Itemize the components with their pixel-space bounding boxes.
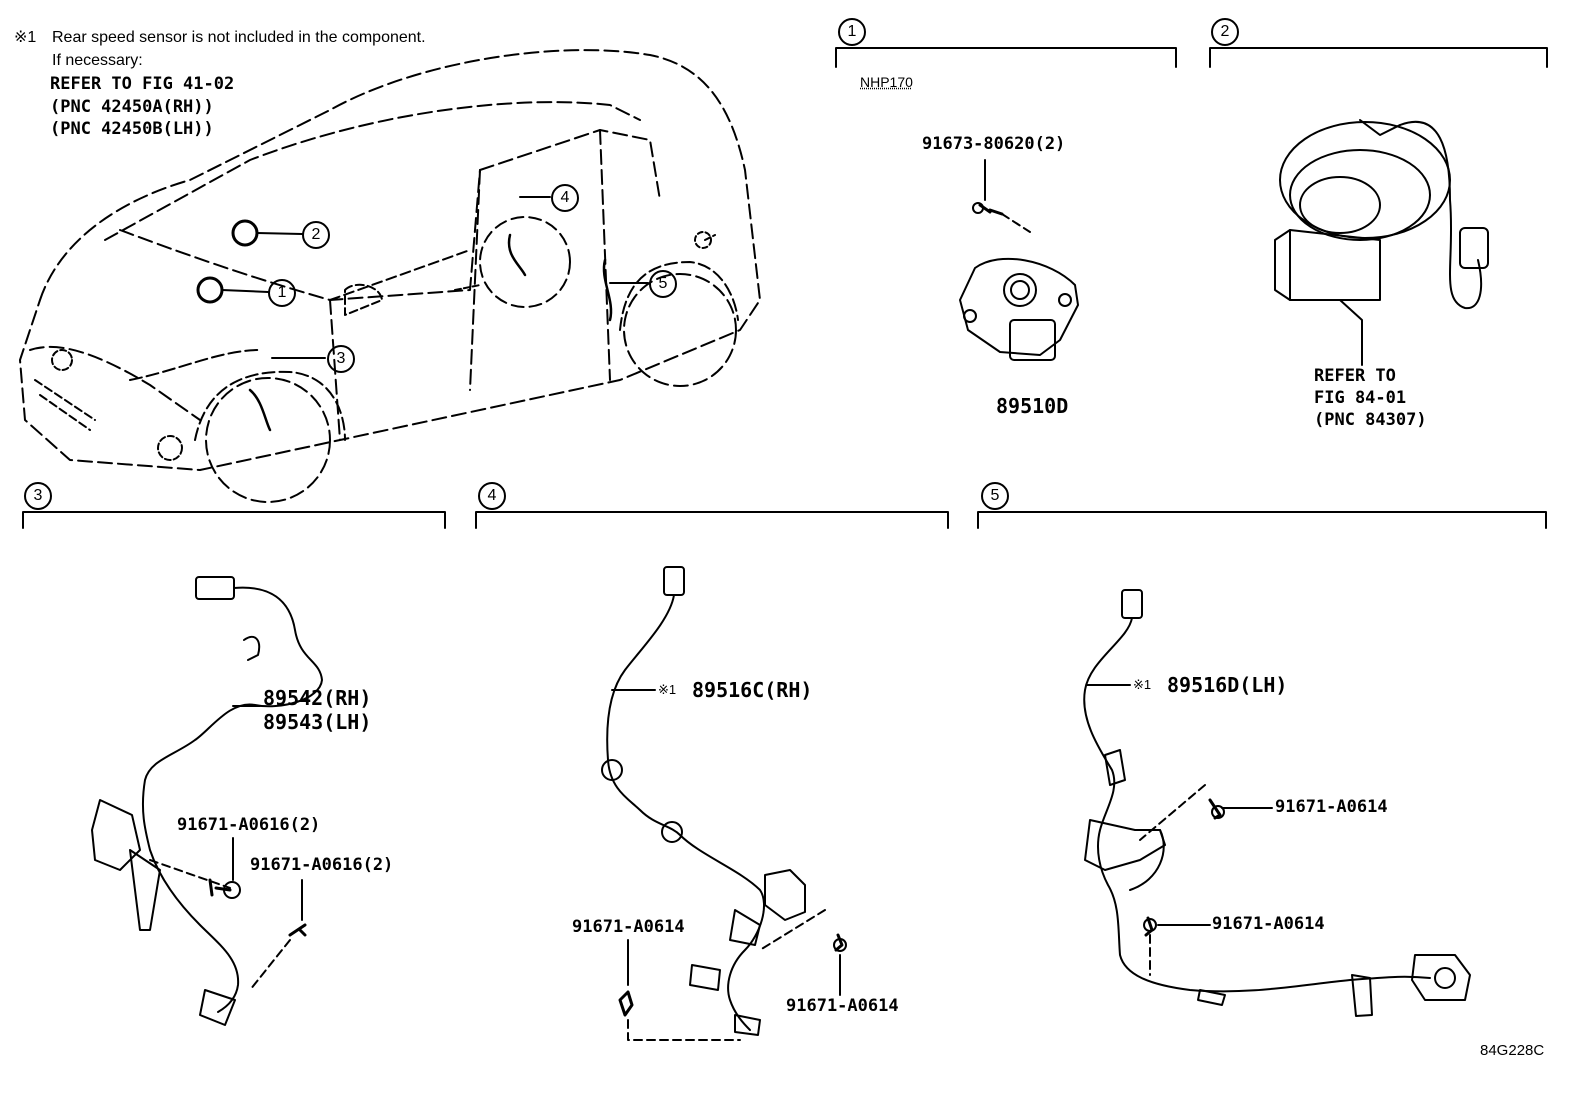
figure-id: 84G228C — [1480, 1042, 1545, 1059]
part-89516c-label: 89516C(RH) — [692, 678, 813, 702]
rear-sensor-wire-lh-illustration — [1083, 589, 1471, 1017]
section-5-number: 5 — [981, 482, 1009, 510]
refer-to-line-1: REFER TO — [1314, 366, 1396, 386]
bolt-91671-a0614-label-4b: 91671-A0614 — [786, 996, 899, 1016]
note-line-3: REFER TO FIG 41-02 — [50, 74, 235, 94]
part-89516d-label: 89516D(LH) — [1167, 673, 1288, 697]
refer-to-line-3: (PNC 84307) — [1314, 410, 1427, 430]
front-speed-sensor-wire-illustration — [91, 576, 323, 1026]
part-89516d-mark: ※1 — [1133, 677, 1152, 692]
spiral-cable-module-illustration — [1274, 119, 1489, 366]
callout-5: 5 — [649, 270, 677, 298]
section-3-number: 3 — [24, 482, 52, 510]
bolt-91673-label: 91673-80620(2) — [922, 134, 1066, 154]
callout-4: 4 — [551, 184, 579, 212]
bolt-91671-a0614-label-5a: 91671-A0614 — [1275, 797, 1388, 817]
note-line-5: (PNC 42450B(LH)) — [50, 119, 214, 139]
bolt-91671-a0614-label-4a: 91671-A0614 — [572, 917, 685, 937]
bolt-91671-a0616-label-b: 91671-A0616(2) — [250, 855, 394, 875]
rear-sensor-wire-rh-illustration — [601, 566, 847, 1041]
model-code: NHP170 — [860, 74, 913, 90]
callout-3: 3 — [327, 345, 355, 373]
section-2-number: 2 — [1211, 18, 1239, 46]
section-4-number: 4 — [478, 482, 506, 510]
note-line-4: (PNC 42450A(RH)) — [50, 97, 214, 117]
note-text: Rear speed sensor is not included in the… — [52, 29, 426, 46]
callout-2: 2 — [302, 221, 330, 249]
refer-to-line-2: FIG 84-01 — [1314, 388, 1407, 408]
section-1-number: 1 — [838, 18, 866, 46]
part-89516c-mark: ※1 — [658, 682, 677, 697]
note-line-2: If necessary: — [52, 52, 143, 69]
bolt-91671-a0614-label-5b: 91671-A0614 — [1212, 914, 1325, 934]
part-89510d-label: 89510D — [996, 394, 1069, 418]
bolt-91671-a0616-label-a: 91671-A0616(2) — [177, 815, 321, 835]
note-mark: ※1 — [14, 29, 37, 46]
sensor-89510d-illustration — [959, 159, 1079, 361]
part-89542-label: 89542(RH) — [263, 686, 372, 710]
callout-1: 1 — [268, 279, 296, 307]
part-89543-label: 89543(LH) — [263, 710, 372, 734]
vehicle-illustration — [19, 49, 761, 503]
